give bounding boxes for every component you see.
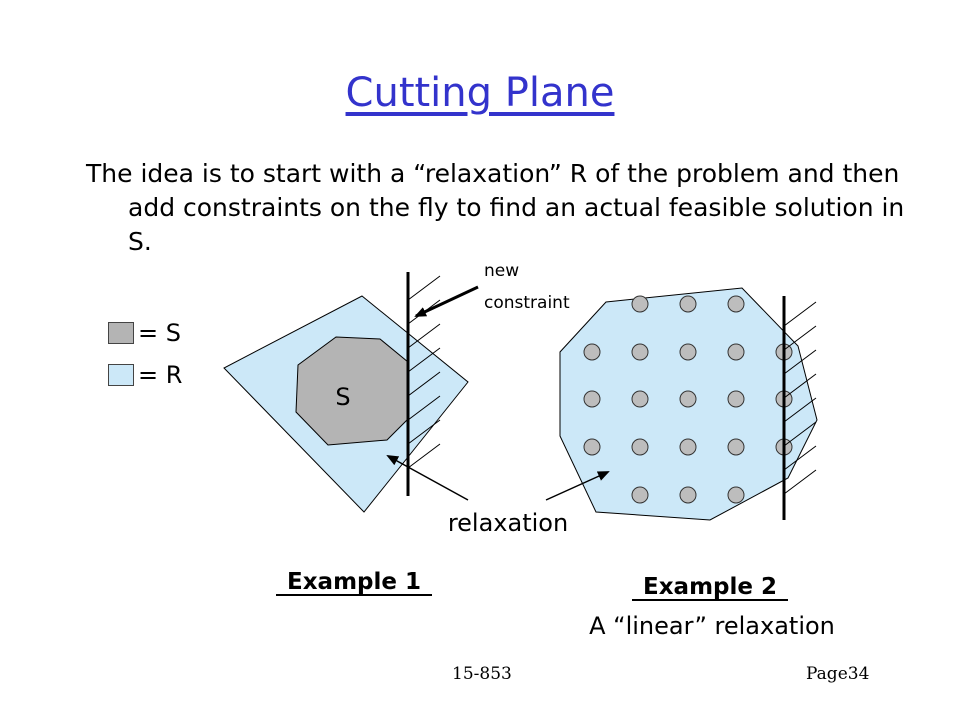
example2-caption: A “linear” relaxation [589,612,835,640]
example1-constraint-hatching [407,275,441,469]
footer-page-number: Page34 [806,664,870,684]
legend-r-label: = R [138,361,183,389]
slide-title: Cutting Plane [345,70,615,116]
legend-r-swatch [108,364,134,386]
example2-integer-points [583,295,793,504]
new-constraint-arrow [414,285,479,318]
example1-feasible-region-s [295,336,409,446]
s-region-label: S [335,383,350,411]
relaxation-arrow-example1 [386,455,469,501]
legend-s-label: = S [138,319,181,347]
example2-label: Example 2 [643,574,777,600]
footer-course-number: 15-853 [452,664,512,684]
slide-body-text: The idea is to start with a “relaxation”… [86,159,905,256]
relaxation-arrow-example2 [545,471,610,501]
example1-label: Example 1 [287,569,421,595]
legend-s-swatch [108,322,134,344]
new-constraint-label-line2: constraint [484,293,570,313]
new-constraint-label-line1: new [484,261,519,281]
example2-constraint-hatching [783,301,817,495]
relaxation-label: relaxation [448,509,568,537]
